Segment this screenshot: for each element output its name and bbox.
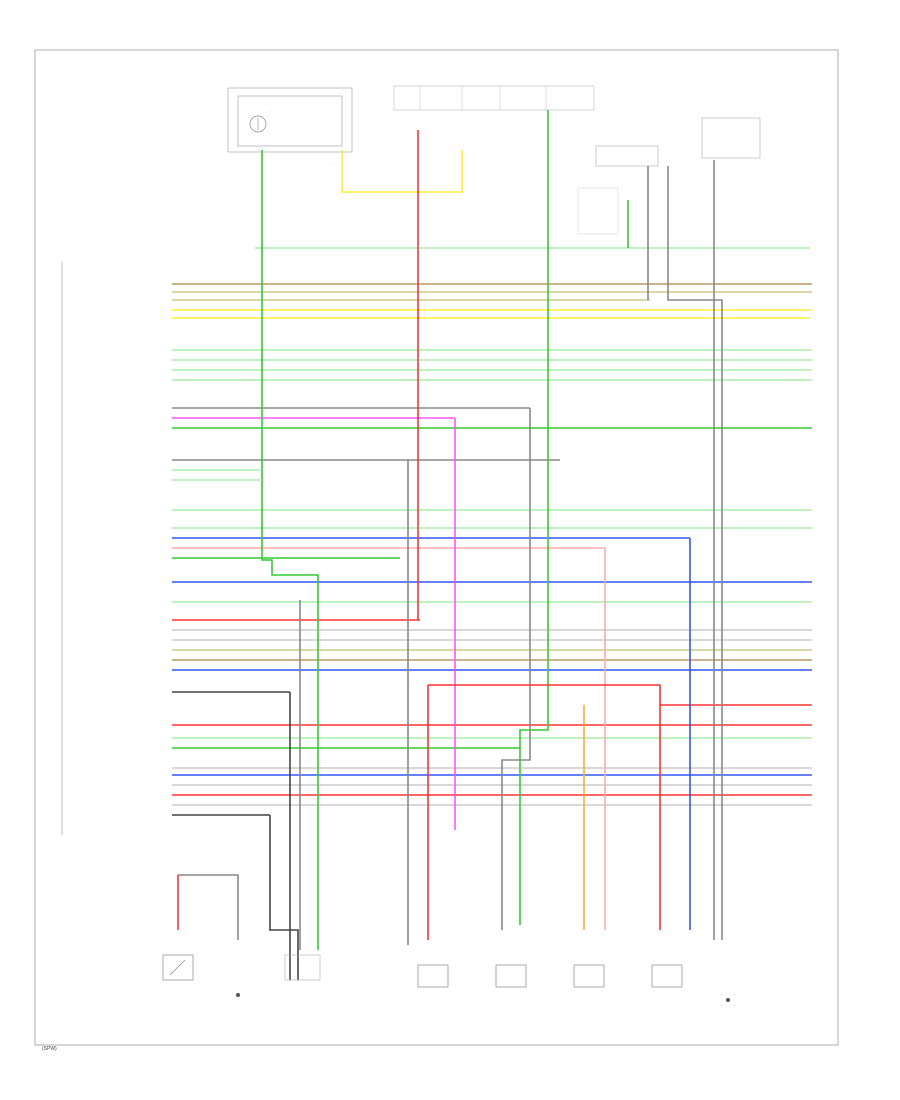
injector-icon (573, 964, 605, 988)
svg-text:.: . (270, 108, 271, 113)
bottom-components (162, 954, 730, 1002)
injector-icon (495, 964, 527, 988)
fuse-relay-block (393, 85, 761, 235)
relay-icon (701, 117, 761, 159)
connector-icon (577, 187, 619, 235)
svg-text:.: . (330, 160, 331, 165)
connector-icon (284, 954, 321, 981)
ground-icon (726, 998, 730, 1002)
injector-icon (651, 964, 683, 988)
switch-icon (162, 954, 194, 981)
vertical-wires (177, 110, 723, 980)
relay-icon (595, 145, 659, 167)
sensor-icon (249, 115, 267, 133)
diagram-id: (SPW) (42, 1046, 57, 1052)
harness-wires (172, 247, 812, 816)
injector-icon (417, 964, 449, 988)
diagram-border (34, 49, 839, 1046)
ground-icon (236, 993, 240, 997)
top-sensor-module: . . . (227, 87, 353, 165)
